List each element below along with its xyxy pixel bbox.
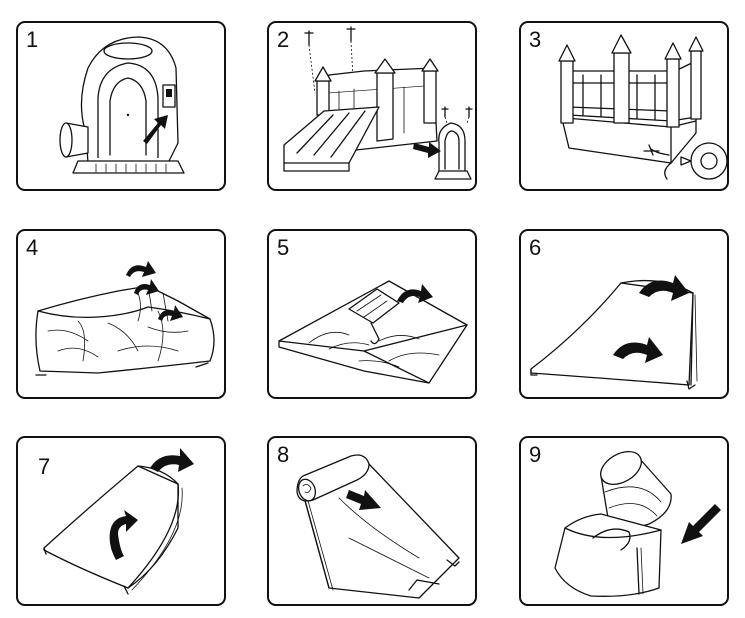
step-panel-3: 3 (519, 21, 729, 191)
folded-bounce-house-icon (521, 231, 727, 397)
arrow-icon (413, 142, 441, 158)
inflated-bounce-house-icon (521, 23, 727, 189)
rolling-bounce-house-icon (269, 438, 475, 604)
deflated-bounce-house-icon (18, 231, 224, 397)
curved-arrow-icon (150, 448, 194, 472)
step-panel-7: 7 (16, 436, 226, 606)
arrow-icon (681, 504, 721, 544)
step-panel-5: 5 (267, 229, 477, 399)
step-panel-2: 2 (267, 21, 477, 191)
step-panel-1: 1 (16, 21, 226, 191)
folded-bounce-house-icon (18, 438, 224, 604)
storage-bag-icon (521, 438, 727, 604)
step-panel-4: 4 (16, 229, 226, 399)
step-panel-6: 6 (519, 229, 729, 399)
arrow-icon (126, 261, 156, 277)
step-panel-8: 8 (267, 436, 477, 606)
folding-bounce-house-icon (269, 231, 475, 397)
step-panel-9: 9 (519, 436, 729, 606)
blower-icon (18, 23, 224, 189)
bounce-house-slide-icon (269, 23, 475, 189)
